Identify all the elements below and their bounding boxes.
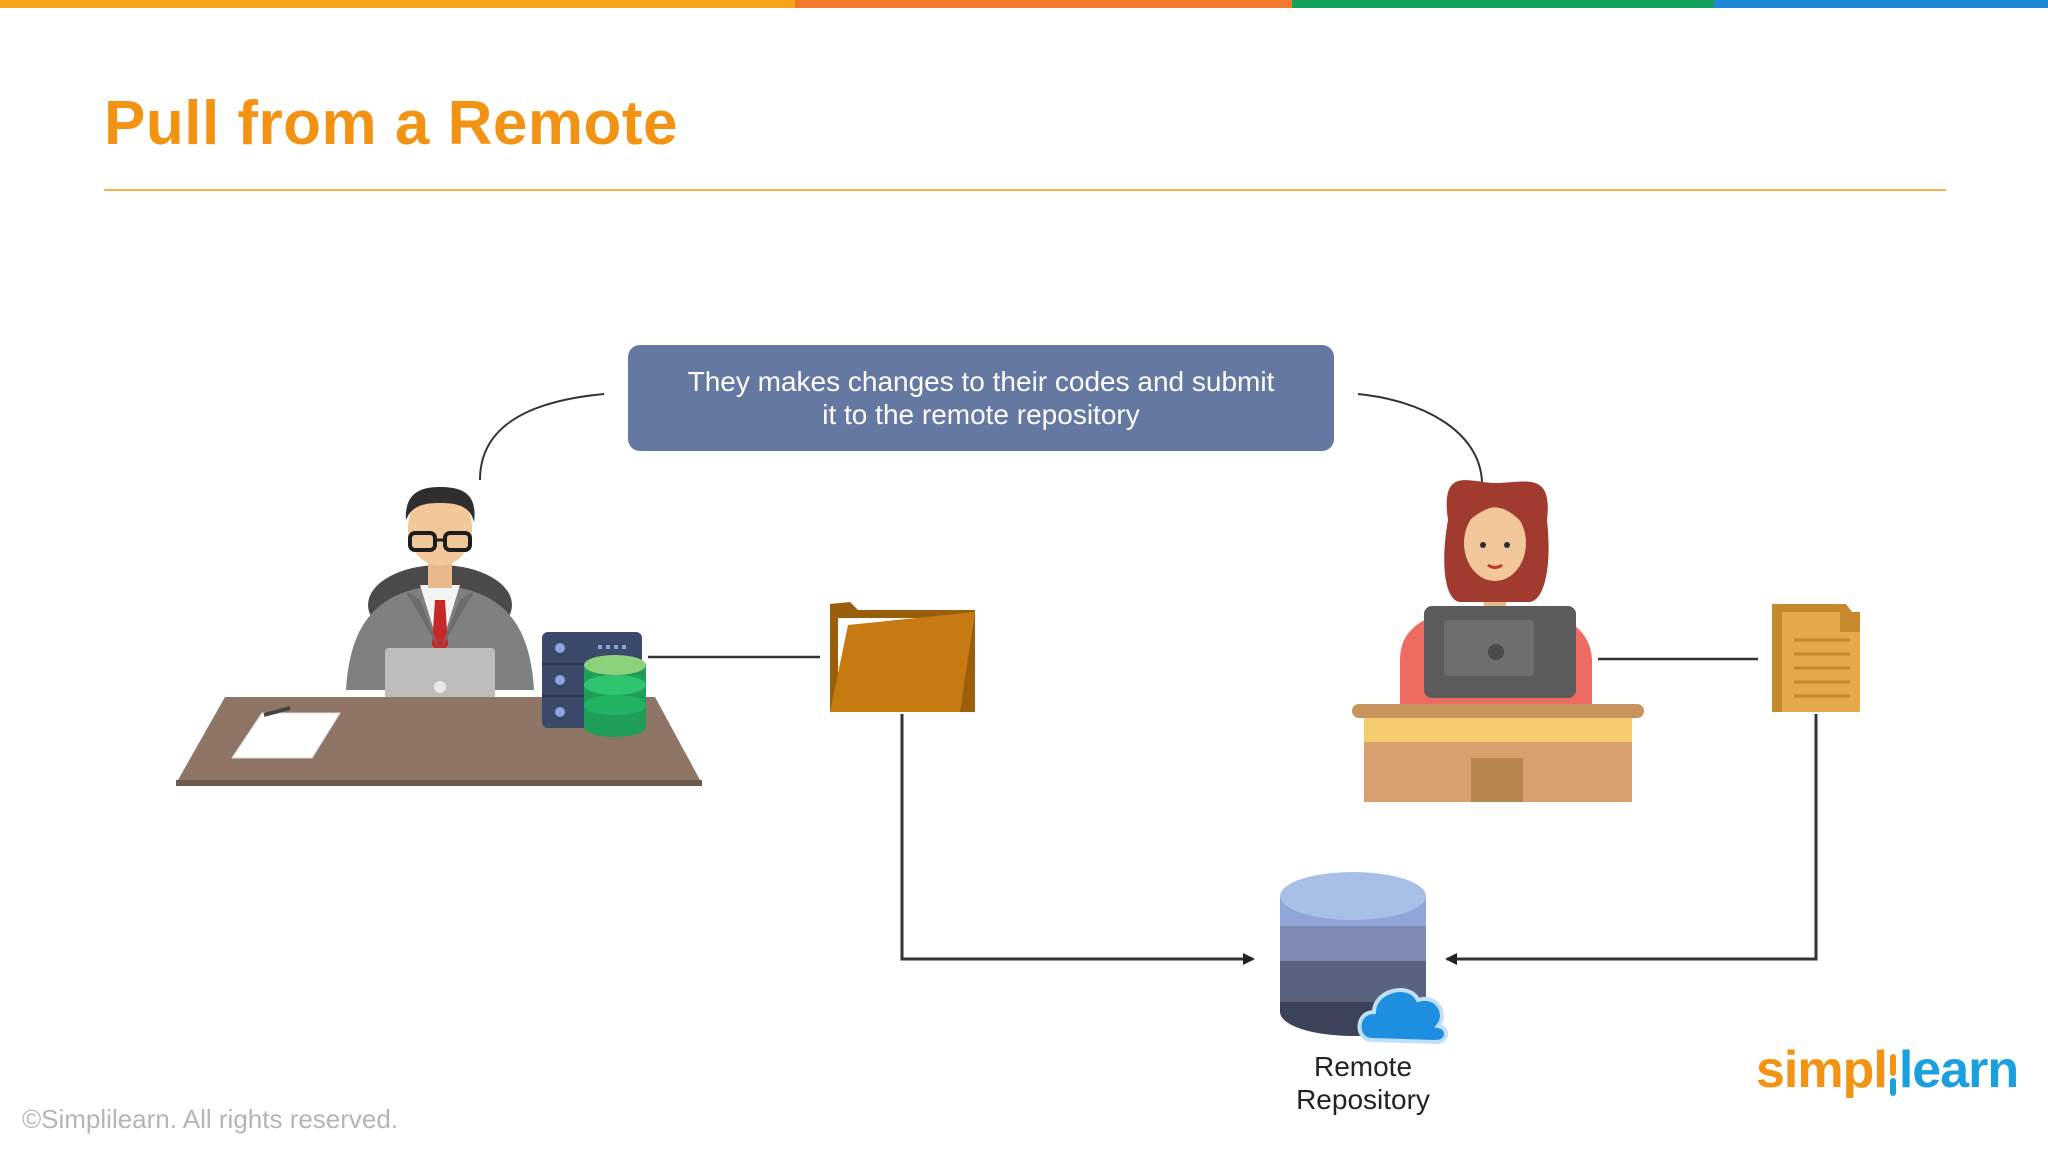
woman-laptop-icon	[1424, 606, 1576, 698]
woman-desk-icon	[1352, 704, 1644, 802]
repository-label-line-1: Remote	[1313, 1051, 1413, 1082]
callout-connector-left	[479, 393, 605, 481]
document-icon	[1772, 604, 1860, 712]
logo-part-2: learn	[1898, 1041, 2019, 1099]
top-bar-segment-yellow	[0, 0, 795, 8]
top-color-bar	[0, 0, 2048, 8]
database-icon	[1280, 872, 1426, 1036]
local-server-icon	[542, 632, 646, 737]
repository-label-line-2: Repository	[1296, 1084, 1430, 1115]
title-divider	[104, 189, 1946, 191]
top-bar-segment-orange	[795, 0, 1292, 8]
developer-man-icon	[346, 487, 534, 690]
top-bar-segment-blue	[1714, 0, 2048, 8]
logo-pipe-icon	[1889, 1048, 1896, 1096]
repository-label: Remote Repository	[1263, 1050, 1463, 1116]
callout-box: They makes changes to their codes and su…	[628, 345, 1334, 451]
callout-line-1: They makes changes to their codes and su…	[687, 366, 1275, 397]
page-title: Pull from a Remote	[104, 89, 678, 158]
cloud-icon	[1357, 988, 1448, 1045]
folder-to-repository-arrow	[900, 714, 1255, 965]
folder-icon	[830, 602, 975, 712]
copyright-text: ©Simplilearn. All rights reserved.	[22, 1104, 399, 1134]
callout-line-2: it to the remote repository	[822, 399, 1140, 430]
document-to-repository-arrow	[1445, 714, 1818, 965]
simplilearn-logo: simpl learn	[1756, 1040, 2019, 1100]
logo-part-1: simpl	[1756, 1041, 1888, 1099]
callout-connector-right	[1357, 393, 1483, 483]
callout-text: They makes changes to their codes and su…	[688, 365, 1275, 431]
top-bar-segment-green	[1292, 0, 1714, 8]
